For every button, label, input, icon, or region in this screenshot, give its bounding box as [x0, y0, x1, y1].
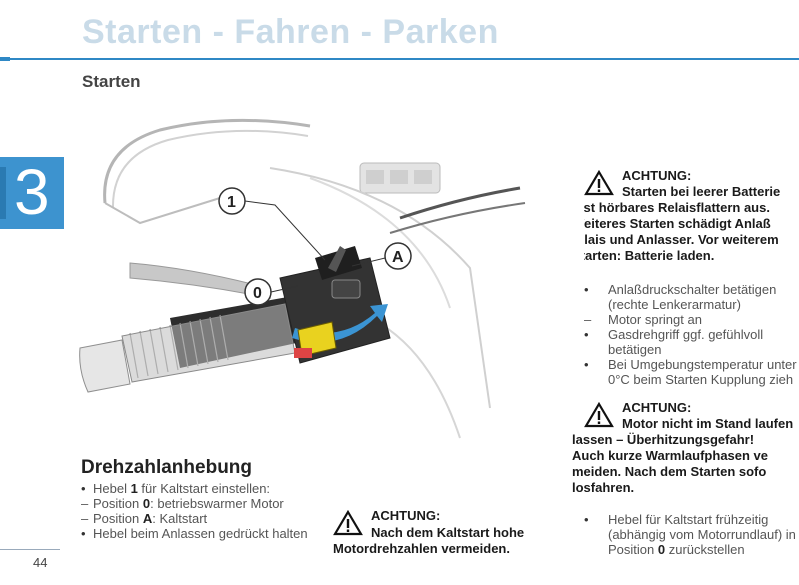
warning-battery: ACHTUNG: Starten bei leerer Batterie lös…: [584, 168, 799, 264]
header-rule: [0, 58, 799, 60]
callout-1: 1: [227, 194, 236, 211]
warning-line: relais und Anlasser. Vor weiterem: [584, 232, 779, 247]
list-item: Position 0: betriebswarmer Motor: [81, 496, 331, 511]
callout-0: 0: [253, 285, 262, 302]
rpm-list: Hebel 1 für Kaltstart einstellen: Positi…: [81, 481, 331, 541]
list-item: Hebel beim Anlassen gedrückt halten: [81, 526, 308, 541]
chapter-number: 3: [14, 157, 50, 228]
header-rule-tick: [0, 57, 10, 61]
warning-middle: ACHTUNG: Nach dem Kaltstart hohe Motordr…: [333, 508, 553, 557]
page-title: Starten - Fahren - Parken: [82, 13, 499, 51]
warning-line: losfahren.: [572, 480, 635, 495]
handlebar-illustration: 1 A 0: [79, 118, 526, 439]
chapter-tab-stripe: [0, 167, 6, 219]
warning-label: ACHTUNG:: [622, 400, 692, 415]
warning-label: ACHTUNG:: [371, 508, 441, 523]
reset-step: Hebel für Kaltstart frühzeitig (abhängig…: [584, 512, 799, 557]
warning-triangle-icon: [333, 510, 363, 536]
warning-label: ACHTUNG:: [622, 168, 692, 183]
warning-line: lassen – Überhitzungsgefahr!: [572, 432, 755, 447]
list-item: Position A: Kaltstart: [81, 511, 331, 526]
warning-idle: ACHTUNG: Motor nicht im Stand laufen las…: [572, 400, 799, 496]
warning-line: Motor nicht im Stand laufen: [622, 416, 794, 431]
start-steps: Anlaßdruckschalter betätigen(rechte Lenk…: [584, 282, 799, 387]
rpm-heading: Drehzahlanhebung: [81, 457, 253, 478]
list-item: Hebel für Kaltstart frühzeitig (abhängig…: [584, 512, 799, 557]
warning-line: Auch kurze Warmlaufphasen ve: [572, 448, 769, 463]
page-number: 44: [33, 555, 48, 570]
callout-a: A: [392, 249, 404, 266]
warning-triangle-icon: [584, 402, 614, 428]
warning-line: Starten bei leerer Batterie: [622, 184, 781, 199]
warning-triangle-icon: [584, 170, 614, 196]
list-item: Anlaßdruckschalter betätigen(rechte Lenk…: [584, 282, 799, 312]
chapter-tab: 3: [0, 157, 64, 229]
list-item: Motor springt an: [584, 312, 799, 327]
section-heading: Starten: [82, 72, 141, 91]
warning-text: Nach dem Kaltstart hohe Motordrehzahlen …: [333, 525, 525, 556]
warning-line: Weiteres Starten schädigt Anlaß: [584, 216, 771, 231]
list-item: Hebel 1 für Kaltstart einstellen:: [81, 481, 331, 496]
warning-line: meiden. Nach dem Starten sofo: [572, 464, 767, 479]
page-footer: 44: [0, 549, 60, 570]
warning-line: Starten: Batterie laden.: [584, 248, 715, 263]
warning-line: löst hörbares Relaisflattern aus.: [584, 200, 770, 215]
